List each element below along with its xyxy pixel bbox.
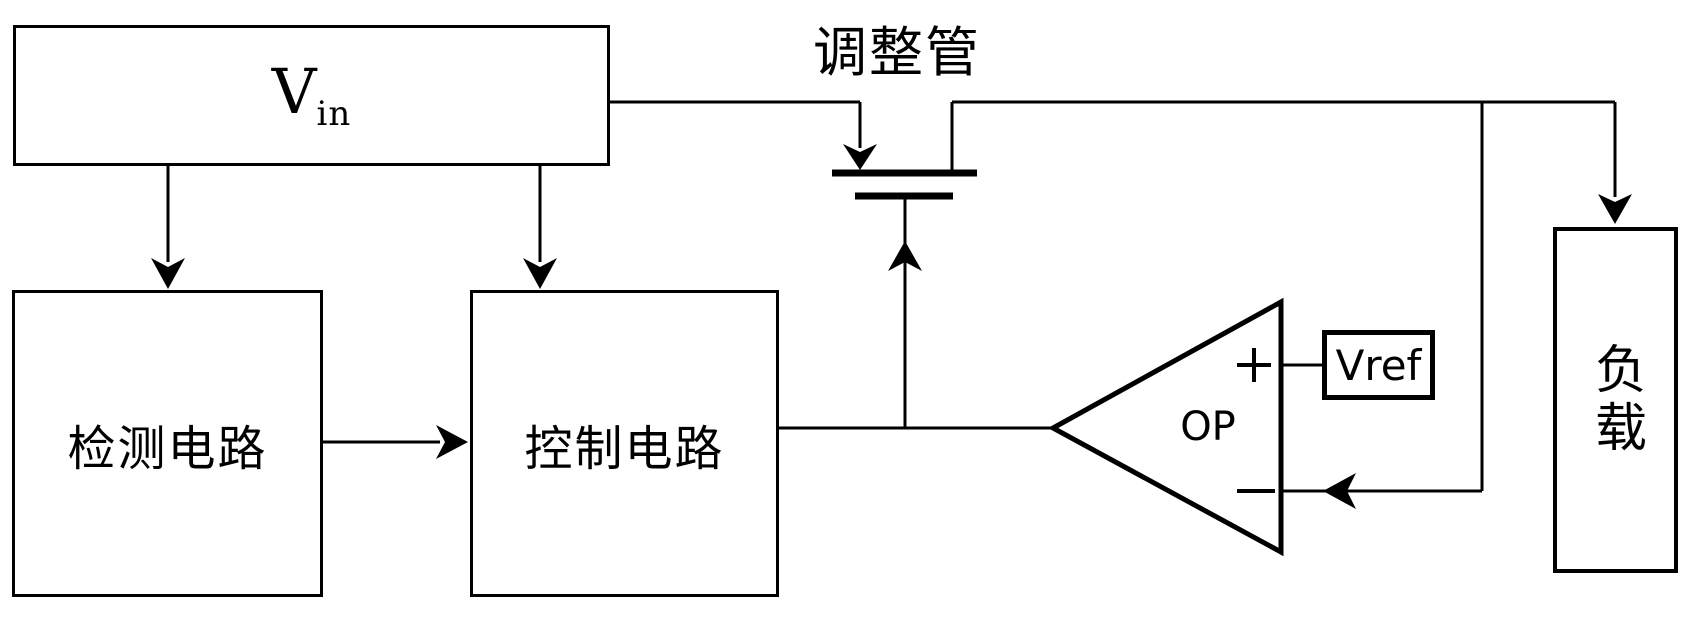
vin-label-main: V: [271, 54, 317, 128]
pass-transistor-title: 调整管: [813, 21, 981, 84]
arrow-up-to-gate-icon: [888, 241, 922, 271]
vref-label: Vref: [1335, 340, 1422, 390]
opamp-triangle: [1047, 297, 1284, 557]
detection-circuit-label: 检测电路: [67, 420, 268, 477]
arrow-down-into-detection-icon: [151, 258, 185, 289]
vref-box: Vref: [1322, 330, 1435, 400]
detection-circuit-box: 检测电路: [12, 290, 323, 597]
control-circuit-label: 控制电路: [524, 420, 725, 477]
wires: [166, 100, 1617, 493]
opamp-label: OP: [1180, 404, 1236, 450]
mosfet-symbol: [832, 169, 977, 200]
opamp-input-symbols: [1237, 348, 1275, 493]
arrow-down-into-load-icon: [1598, 194, 1632, 224]
arrow-left-into-minus-input-icon: [1323, 473, 1356, 509]
load-box: 负载: [1553, 227, 1678, 573]
load-label: 负载: [1585, 342, 1646, 458]
arrow-down-onto-mosfet-icon: [843, 144, 877, 170]
control-circuit-box: 控制电路: [470, 290, 779, 597]
arrow-right-into-control-icon: [436, 425, 468, 459]
arrow-down-into-control-icon: [523, 258, 557, 289]
vin-box: Vin: [13, 25, 610, 166]
arrowheads: [151, 144, 1632, 509]
vin-label-subscript: in: [316, 93, 352, 134]
vin-label: Vin: [272, 60, 352, 134]
